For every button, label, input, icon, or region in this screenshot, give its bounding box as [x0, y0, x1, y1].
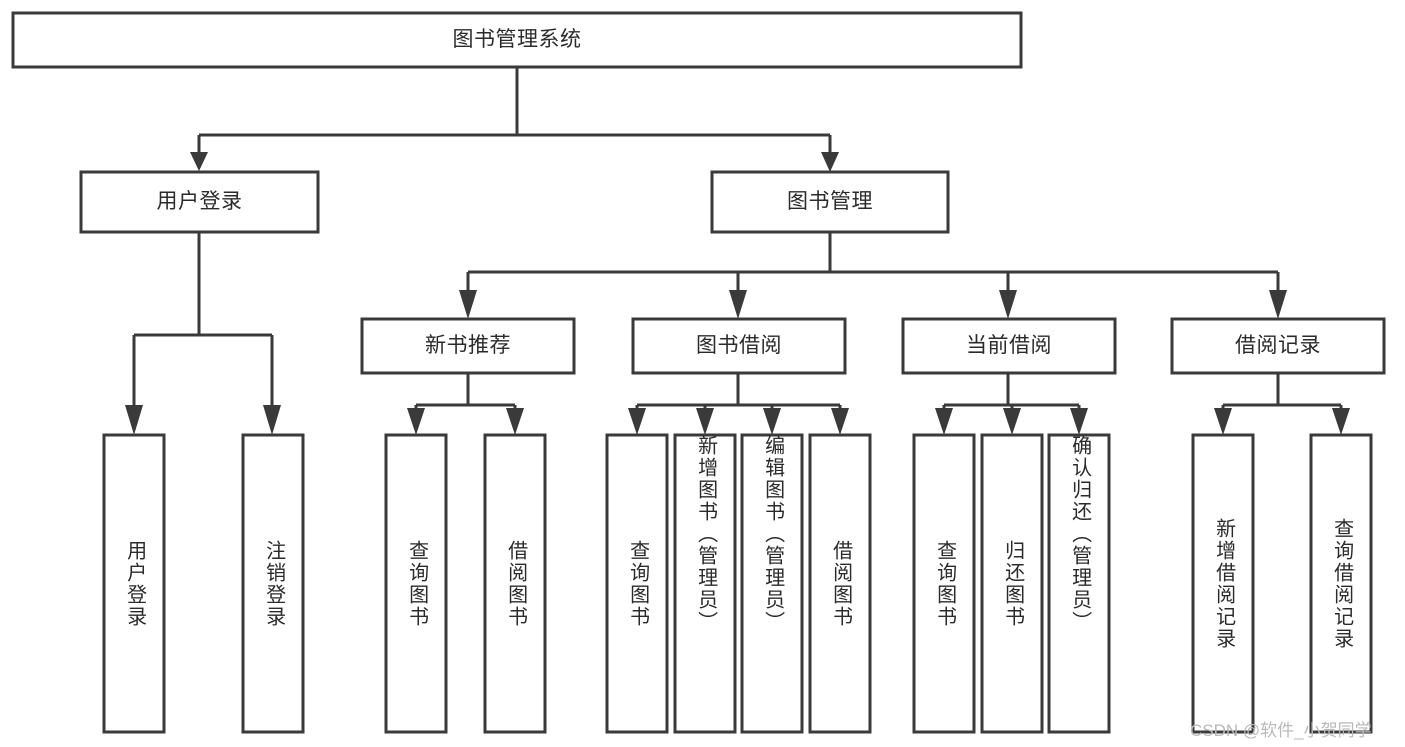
node-box-leaf-user-login[interactable] — [102, 433, 166, 734]
node-box-leaf-borrow-book-2[interactable] — [808, 433, 872, 734]
node-box-current-borrow[interactable] — [901, 317, 1117, 375]
arrow-to-leaf-query-book-2 — [628, 408, 646, 435]
node-box-book-borrow[interactable] — [631, 317, 847, 375]
arrow-to-book-management — [821, 152, 839, 172]
arrow-to-leaf-user-logout — [263, 405, 281, 435]
arrow-to-leaf-user-login — [125, 405, 143, 435]
arrow-to-book-borrow — [729, 290, 747, 319]
node-box-leaf-add-record[interactable] — [1191, 433, 1255, 734]
arrow-to-new-book-recommend — [459, 290, 477, 319]
arrow-to-current-borrow — [999, 290, 1017, 319]
arrow-to-user-login — [190, 152, 208, 171]
node-box-leaf-query-book-3[interactable] — [912, 433, 976, 734]
node-box-book-management[interactable] — [710, 170, 950, 234]
arrow-to-borrow-record — [1269, 290, 1287, 319]
node-box-leaf-borrow-book-1[interactable] — [483, 433, 547, 734]
node-box-leaf-query-book-2[interactable] — [605, 433, 669, 734]
connector-layer — [125, 67, 1350, 435]
arrow-to-leaf-borrow-book-1 — [506, 408, 524, 435]
arrow-to-leaf-borrow-book-2 — [831, 408, 849, 435]
arrow-to-leaf-query-record — [1332, 408, 1350, 435]
arrow-to-leaf-query-book-1 — [407, 408, 425, 435]
node-box-leaf-add-book[interactable] — [673, 433, 737, 734]
arrow-to-leaf-add-book — [696, 408, 714, 435]
arrow-to-leaf-add-record — [1214, 408, 1232, 435]
node-box-layer — [11, 11, 1386, 734]
node-box-leaf-edit-book[interactable] — [740, 433, 804, 734]
arrow-to-leaf-return-book — [1003, 408, 1021, 435]
node-box-leaf-user-logout[interactable] — [241, 433, 305, 734]
node-box-user-login[interactable] — [79, 170, 320, 234]
arrow-to-leaf-confirm-return — [1070, 408, 1088, 435]
node-box-leaf-return-book[interactable] — [980, 433, 1044, 734]
node-box-leaf-query-record[interactable] — [1309, 433, 1373, 734]
arrow-to-leaf-query-book-3 — [935, 408, 953, 435]
node-box-leaf-confirm-return[interactable] — [1047, 433, 1111, 734]
arrow-to-leaf-edit-book — [763, 408, 781, 435]
node-box-leaf-query-book-1[interactable] — [384, 433, 448, 734]
node-box-root[interactable] — [11, 11, 1023, 69]
node-box-borrow-record[interactable] — [1170, 317, 1386, 375]
node-box-new-book-recommend[interactable] — [360, 317, 576, 375]
